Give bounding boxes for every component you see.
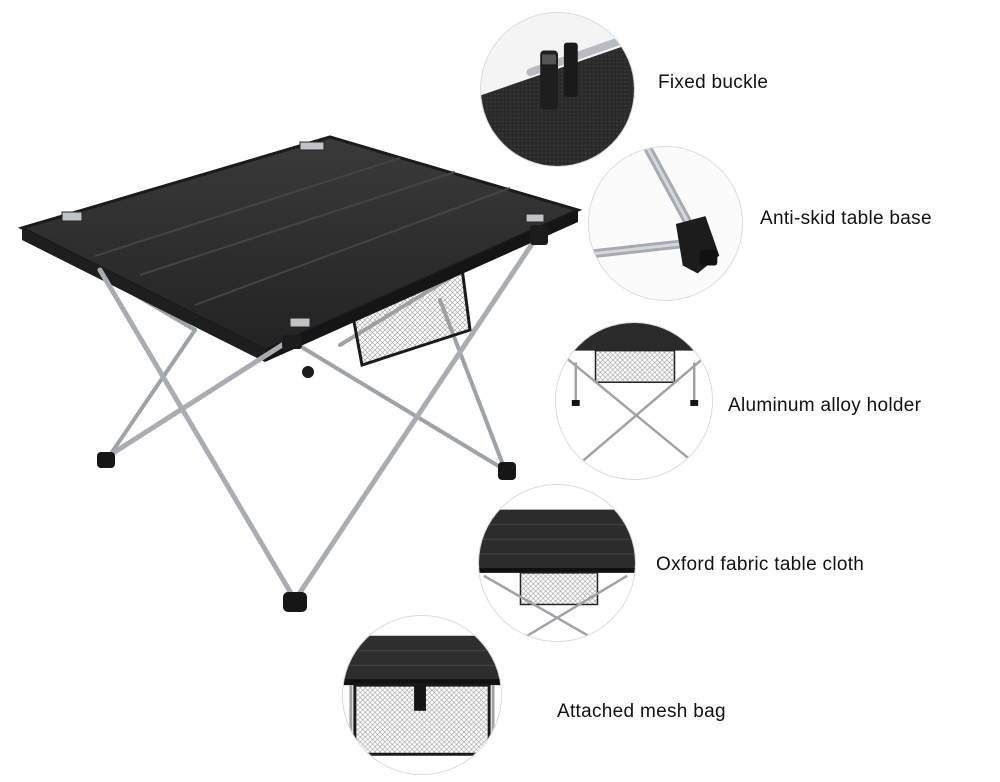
buckle-detail-icon: [480, 12, 635, 167]
tabletop-graphic: [17, 135, 583, 362]
feature-label: Fixed buckle: [658, 72, 769, 93]
table-feet: [97, 452, 516, 612]
feature-label: Oxford fabric table cloth: [656, 554, 865, 575]
folding-table-image: [17, 135, 583, 612]
mesh-bag-detail-icon: [342, 615, 502, 775]
feature-label: Attached mesh bag: [557, 701, 726, 722]
feature-label: Aluminum alloy holder: [728, 395, 922, 416]
table-foot-detail-icon: [588, 146, 743, 301]
tabletop-detail-icon: [478, 484, 636, 642]
front-legs: [97, 229, 543, 603]
frame-detail-icon: [555, 322, 713, 480]
feature-label: Anti-skid table base: [760, 208, 932, 229]
